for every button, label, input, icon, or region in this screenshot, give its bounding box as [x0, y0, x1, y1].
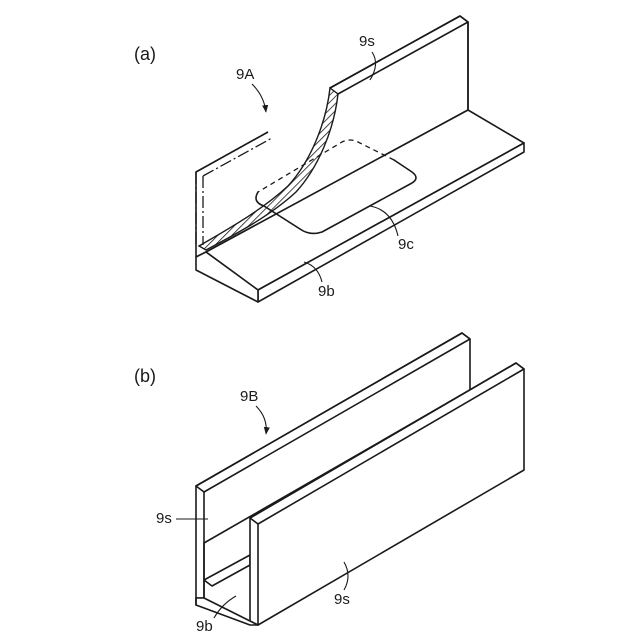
ref-label-9c: 9c [398, 236, 414, 253]
ref-label-9s: 9s [359, 33, 375, 50]
ref-label-9s-right: 9s [334, 591, 350, 608]
panel-label-a: (a) [134, 44, 156, 64]
leader-9a [252, 84, 266, 112]
ref-label-9b-b: 9b [196, 618, 213, 635]
ref-label-9s-left: 9s [156, 510, 172, 527]
ref-label-9b-a: 9b [318, 283, 335, 300]
figure-a: (a) 9A 9s 9c 9b [134, 16, 524, 302]
ref-label-9a: 9A [236, 66, 254, 83]
panel-label-b: (b) [134, 366, 156, 386]
leader-9b-assembly [256, 406, 266, 434]
channel-floor [204, 555, 250, 586]
figure-b: (b) 9B 9s 9s 9b [134, 333, 524, 635]
ref-label-9b-assembly: 9B [240, 388, 258, 405]
